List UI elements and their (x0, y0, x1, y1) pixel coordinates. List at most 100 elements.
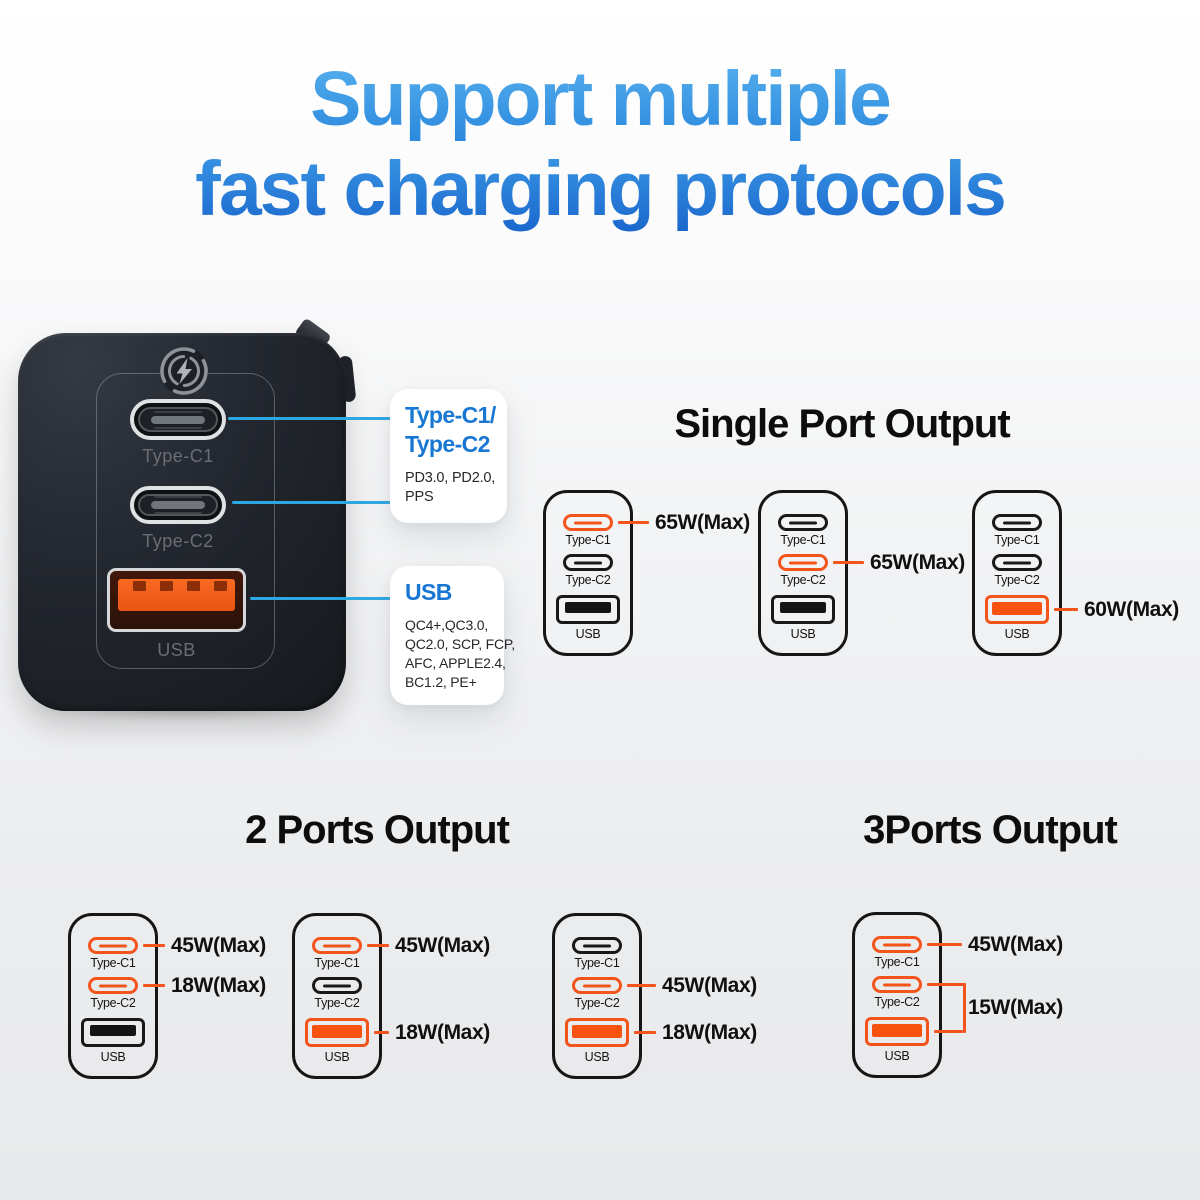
quick-charge-icon (160, 347, 208, 395)
connector-line (367, 944, 389, 947)
typec-port-icon (563, 554, 613, 571)
usba-port-tongue (118, 579, 235, 611)
port-label: Type-C1 (90, 956, 136, 970)
callout-usb-title-line1: USB (405, 579, 452, 605)
watt-label: 18W(Max) (171, 973, 266, 997)
callout-typec: Type-C1/ Type-C2 PD3.0, PD2.0, PPS (390, 389, 507, 523)
usb-port-label: USB (157, 640, 196, 660)
port-label: Type-C1 (565, 533, 611, 547)
typec-port-icon (572, 977, 622, 994)
typec-port-icon (778, 554, 828, 571)
typec-port-icon (312, 977, 362, 994)
connector-line (143, 944, 165, 947)
callout-line-typec1 (228, 417, 392, 420)
section-heading-3-ports: 3Ports Output (863, 808, 1118, 852)
port-label: Type-C2 (90, 996, 136, 1010)
callout-typec-body: PD3.0, PD2.0, PPS (405, 469, 496, 506)
watt-label: 65W(Max) (870, 550, 965, 574)
typec-port-icon (992, 514, 1042, 531)
typec-port-icon (563, 514, 613, 531)
watt-label: 65W(Max) (655, 510, 750, 534)
callout-usb-body: QC4+,QC3.0, QC2.0, SCP, FCP, AFC, APPLE2… (405, 617, 515, 690)
typec2-port-label: Type-C2 (142, 531, 214, 551)
watt-label: 15W(Max) (968, 996, 1063, 1019)
watt-label: 18W(Max) (662, 1020, 757, 1044)
usba-port-photo (107, 568, 246, 632)
charger-body: Type-C1 Type-C2 USB (18, 333, 346, 711)
port-label: USB (790, 627, 816, 641)
typec-port-icon (992, 554, 1042, 571)
port-label: Type-C1 (314, 956, 360, 970)
connector-line (374, 1031, 389, 1034)
port-label: USB (324, 1050, 350, 1064)
callout-line-usb (250, 597, 392, 600)
callout-usb: USB QC4+,QC3.0, QC2.0, SCP, FCP, AFC, AP… (390, 566, 515, 706)
connector-line (143, 984, 165, 987)
port-label: USB (584, 1050, 610, 1064)
callout-usb-title: USB (405, 578, 495, 607)
port-diagram-card: Type-C1 45W(Max) Type-C2 18W(Max) USB (68, 913, 266, 1079)
port-label: Type-C1 (874, 955, 920, 969)
title-line-1: Support multiple (0, 54, 1200, 144)
watt-label: 60W(Max) (1084, 597, 1179, 621)
port-label: Type-C2 (874, 995, 920, 1009)
typec1-port-label: Type-C1 (142, 446, 214, 466)
port-label: Type-C1 (574, 956, 620, 970)
port-label: Type-C2 (565, 573, 611, 587)
typec-port-icon (778, 514, 828, 531)
connector-line (1054, 608, 1078, 611)
connector-line (618, 521, 649, 524)
port-label: USB (884, 1049, 910, 1063)
usba-port-icon (865, 1017, 929, 1046)
typec-port-icon (88, 977, 138, 994)
usba-port-icon (985, 595, 1049, 624)
typec1-port-photo (130, 399, 226, 440)
usba-port-icon (565, 1018, 629, 1047)
watt-label: 45W(Max) (968, 932, 1063, 956)
section-heading-2-ports: 2 Ports Output (245, 808, 510, 852)
connector-line (833, 561, 864, 564)
bracket-line (963, 983, 966, 1033)
typec2-port-photo (130, 486, 226, 524)
callout-typec-title: Type-C1/ Type-C2 (405, 401, 498, 460)
section-heading-single-port: Single Port Output (674, 402, 1010, 446)
usba-port-icon (305, 1018, 369, 1047)
background-seam (0, 1152, 1200, 1200)
bracket-line (927, 983, 966, 986)
port-label: USB (100, 1050, 126, 1064)
callout-typec-title-line2: Type-C2 (405, 431, 490, 458)
watt-label: 45W(Max) (171, 933, 266, 957)
watt-label: 45W(Max) (662, 973, 757, 997)
typec-port-icon (572, 937, 622, 954)
connector-line (927, 943, 962, 946)
page-title: Support multiple fast charging protocols (0, 54, 1200, 234)
callout-typec-title-line1: Type-C1/ (405, 402, 496, 428)
port-label: Type-C2 (574, 996, 620, 1010)
port-label: Type-C2 (314, 996, 360, 1010)
title-line-2: fast charging protocols (0, 144, 1200, 234)
port-label: Type-C2 (780, 573, 826, 587)
watt-label: 45W(Max) (395, 933, 490, 957)
port-label: Type-C1 (994, 533, 1040, 547)
usba-port-icon (81, 1018, 145, 1047)
callout-line-typec2 (232, 501, 392, 504)
port-label: USB (1004, 627, 1030, 641)
port-label: Type-C1 (780, 533, 826, 547)
watt-label: 18W(Max) (395, 1020, 490, 1044)
typec-port-icon (872, 976, 922, 993)
port-label: USB (575, 627, 601, 641)
port-label: Type-C2 (994, 573, 1040, 587)
connector-line (634, 1031, 656, 1034)
bracket-line (934, 1030, 963, 1033)
usba-port-icon (771, 595, 835, 624)
connector-line (627, 984, 656, 987)
typec-port-icon (312, 937, 362, 954)
typec-port-icon (88, 937, 138, 954)
